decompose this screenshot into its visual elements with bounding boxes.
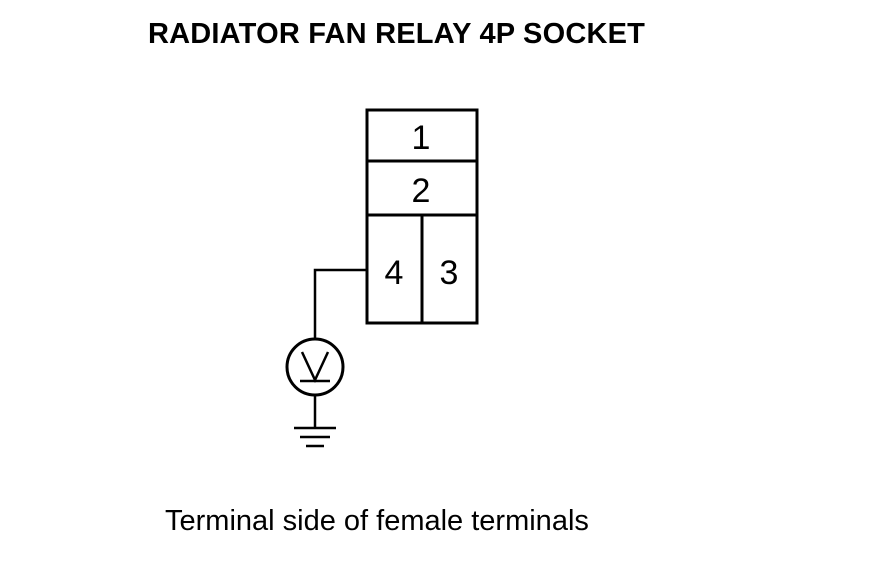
ground-symbol-icon [294,426,336,448]
voltmeter-circle [285,337,345,397]
connector-socket [365,108,479,325]
diagram-caption: Terminal side of female terminals [165,505,589,537]
terminal-4-label: 4 [385,254,404,292]
terminal-3-label: 3 [440,254,459,292]
probe-wire [313,268,367,340]
terminal-2-label: 2 [412,172,431,210]
terminal-1-label: 1 [412,119,431,157]
voltmeter-icon [285,337,345,397]
diagram-title: RADIATOR FAN RELAY 4P SOCKET [148,18,646,50]
